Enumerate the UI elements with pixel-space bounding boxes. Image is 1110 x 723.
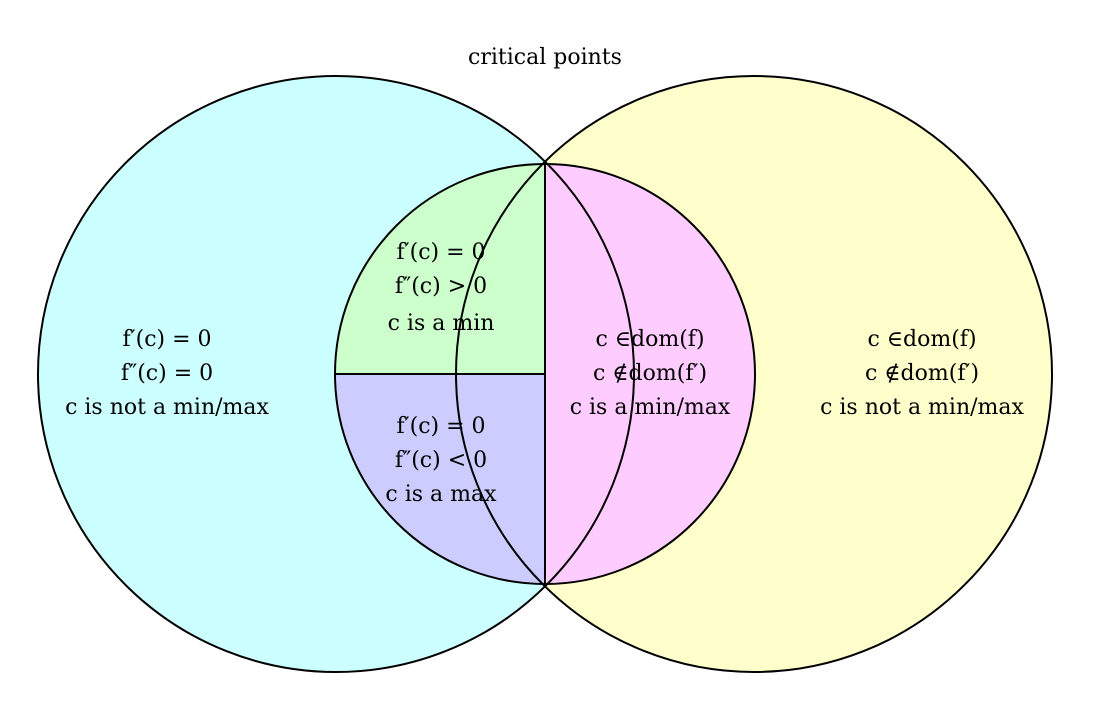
right-label-3: c is not a min/max bbox=[820, 395, 1024, 420]
domain-label-3: c is a min/max bbox=[570, 395, 731, 420]
min-label-1: f′(c) = 0 bbox=[396, 240, 485, 265]
diagram-title: critical points bbox=[468, 45, 622, 70]
max-region bbox=[335, 374, 545, 584]
right-label-2: c ∉dom(f′) bbox=[865, 361, 979, 386]
right-label-1: c ∈dom(f) bbox=[867, 327, 976, 352]
left-label-1: f′(c) = 0 bbox=[122, 327, 211, 352]
min-region bbox=[335, 164, 545, 374]
domain-region bbox=[545, 164, 755, 584]
domain-label-1: c ∈dom(f) bbox=[595, 327, 704, 352]
domain-label-2: c ∉dom(f′) bbox=[593, 361, 707, 386]
min-label-2: f″(c) > 0 bbox=[395, 274, 487, 299]
max-label-2: f″(c) < 0 bbox=[395, 448, 487, 473]
left-label-2: f″(c) = 0 bbox=[121, 361, 213, 386]
max-label-1: f′(c) = 0 bbox=[396, 414, 485, 439]
left-label-3: c is not a min/max bbox=[65, 395, 269, 420]
max-label-3: c is a max bbox=[385, 482, 497, 507]
min-label-3: c is a min bbox=[388, 311, 495, 336]
left-circle-outline bbox=[37, 75, 635, 673]
